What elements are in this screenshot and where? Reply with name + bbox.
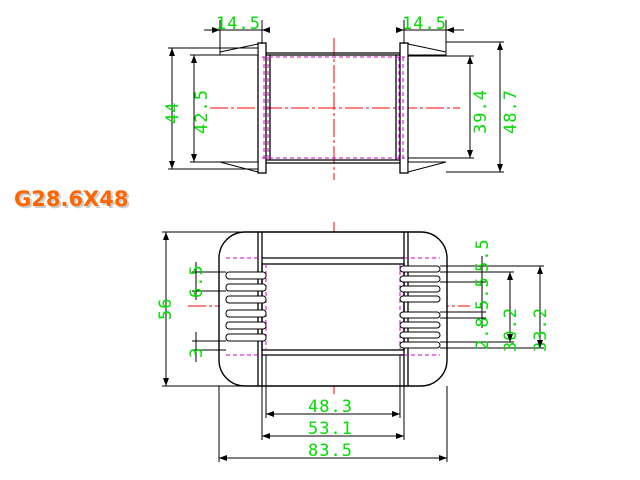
- dim-core-width: 48.3: [308, 397, 353, 417]
- dim-pin-gap-left: 3: [187, 347, 207, 358]
- front-view-right-pins: [399, 265, 441, 349]
- front-view-left-pins: [225, 271, 267, 342]
- top-view-flanges: [262, 52, 405, 164]
- dim-total-width: 83.5: [308, 441, 353, 461]
- dim-pin-gap-right: 2.8: [473, 316, 493, 350]
- front-view-core: [261, 257, 405, 356]
- pin-bottom-right: [407, 161, 447, 173]
- dim-total-height: 56: [156, 298, 176, 320]
- top-view: 14.5 14.5 44 42.5 39.4 48.7: [163, 14, 521, 180]
- top-view-hidden-lines: [262, 56, 405, 160]
- top-view-dimension-lines: [168, 20, 504, 173]
- part-title: G28.6X48: [14, 187, 128, 211]
- dim-span-inner-right: 30.2: [501, 307, 521, 352]
- dim-pin-row-right: 5.5: [473, 276, 493, 310]
- pin-top-right: [407, 43, 447, 56]
- dim-pin-pitch-left: 6.5: [187, 264, 207, 298]
- dim-height-inner-left: 42.5: [192, 89, 212, 134]
- front-view: 56 6.5 3 5.5 5.5 2.8 30.2 33.2 48.3 53.1…: [156, 222, 551, 462]
- arrowheads: [163, 27, 543, 461]
- dim-height-inner-right: 39.4: [471, 89, 491, 134]
- top-view-right-wall: [395, 42, 409, 174]
- title-shadow: G28.6X48: [16, 189, 130, 213]
- pin-top-left: [219, 43, 259, 56]
- dim-flange-width: 53.1: [308, 419, 353, 439]
- dim-height-outer-left: 44: [163, 102, 183, 124]
- dim-pin-pitch-right: 5.5: [473, 238, 493, 272]
- front-view-dimension-lines: [162, 231, 544, 462]
- title-group: G28.6X48 G28.6X48: [14, 187, 130, 213]
- top-view-center-lines: [210, 38, 460, 180]
- pin-bottom-left: [219, 161, 259, 173]
- dim-right-flange: 14.5: [402, 14, 447, 34]
- dim-span-outer-right: 33.2: [531, 307, 551, 352]
- dim-height-outer-right: 48.7: [501, 89, 521, 134]
- dim-left-flange: 14.5: [216, 14, 261, 34]
